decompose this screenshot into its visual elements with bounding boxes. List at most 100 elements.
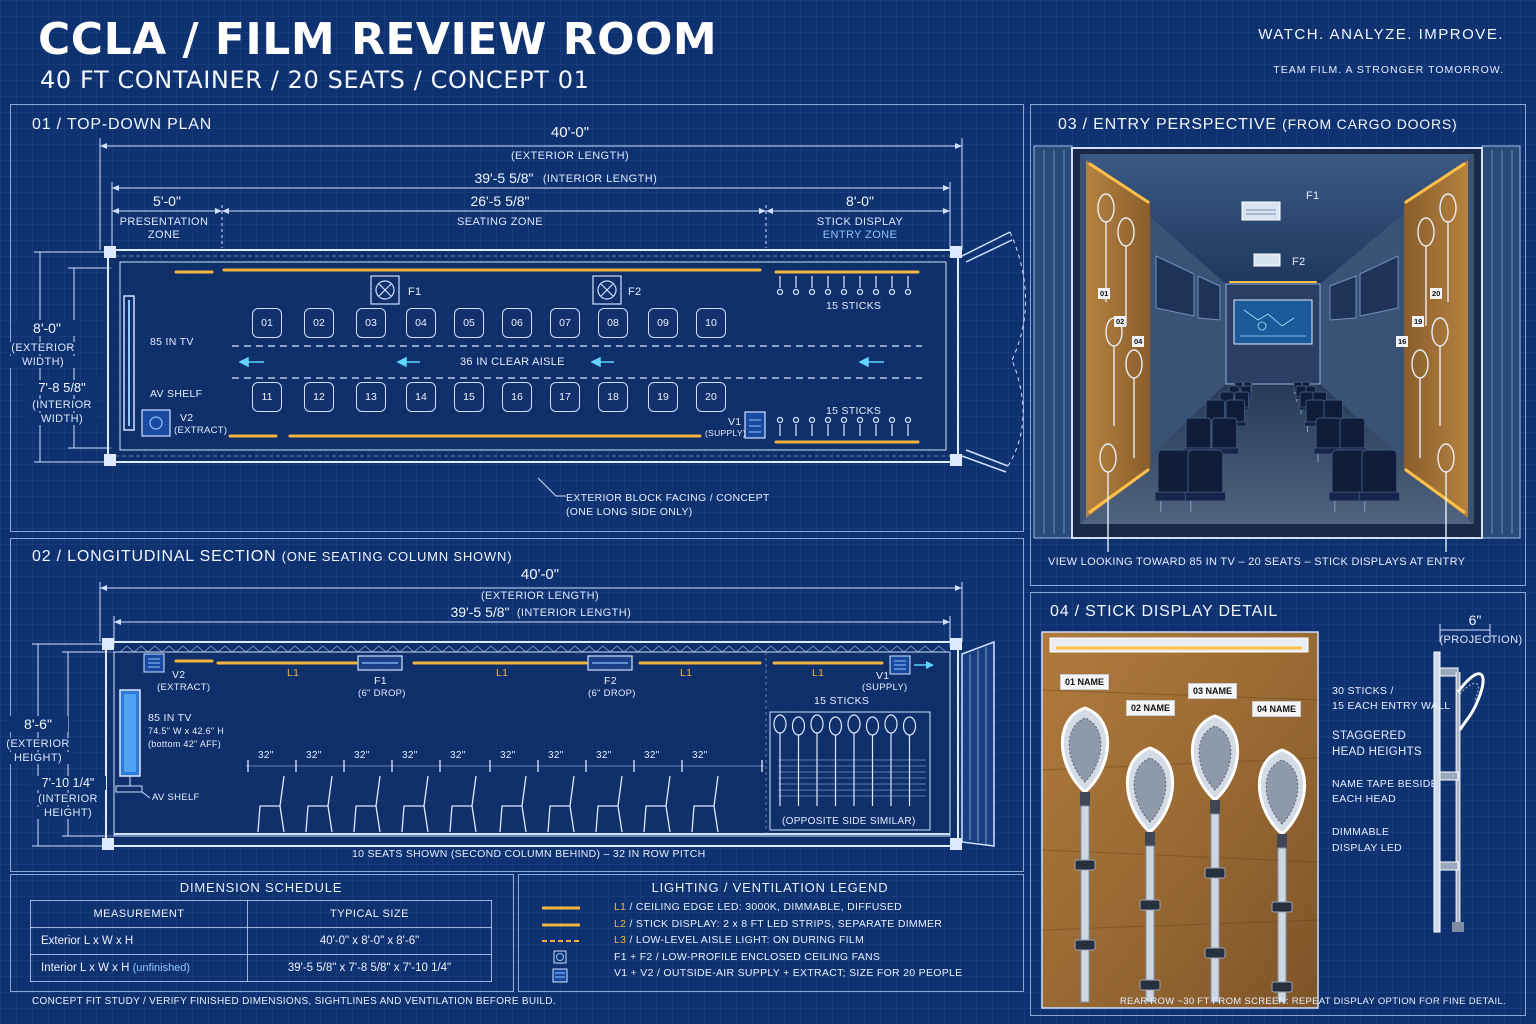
plan-seat: 17 <box>550 382 580 412</box>
ceiling-corrugation <box>581 645 597 653</box>
section-tv-size: 74.5" W x 42.6" H <box>148 726 225 736</box>
section-v2-sub: (EXTRACT) <box>157 682 211 693</box>
schedule-row2-qualifier: (unfinished) <box>132 962 191 974</box>
ceiling-corrugation <box>441 645 457 653</box>
stick-note-4a: DIMMABLE <box>1332 826 1390 838</box>
legend-text: / LOW-LEVEL AISLE LIGHT: ON DURING FILM <box>626 934 865 947</box>
stick-detail-heading: 04 / STICK DISPLAY DETAIL <box>1050 603 1279 620</box>
detail-stick-clip <box>1271 981 1293 993</box>
section-chair <box>353 775 381 833</box>
stick-note-3b: EACH HEAD <box>1332 793 1396 805</box>
detail-name-tag: 04 NAME <box>1252 701 1302 717</box>
plan-zone2-label: SEATING ZONE <box>457 216 543 228</box>
schedule-table: MEASUREMENT TYPICAL SIZE Exterior L x W … <box>30 900 492 982</box>
plan-zone3-label-b: ENTRY ZONE <box>822 229 898 241</box>
legend-text: / LOW-PROFILE ENCLOSED CEILING FANS <box>652 950 881 963</box>
plan-stick-head <box>872 288 880 296</box>
plan-v2-sub: (EXTRACT) <box>174 425 228 436</box>
ceiling-corrugation <box>595 645 611 653</box>
section-l1-label-2: L1 <box>496 667 509 679</box>
schedule-row1-value: 40'-0" x 8'-0" x 8'-6" <box>247 927 492 955</box>
perspective-chair <box>1315 417 1342 451</box>
detail-stick-clip <box>1271 901 1293 913</box>
section-f1-label: F1 <box>374 675 387 687</box>
section-int-height: 7'-10 1/4" <box>30 776 106 790</box>
plan-int-width-label-b: WIDTH) <box>26 413 98 425</box>
plan-zone1-label-a: PRESENTATION <box>119 216 209 228</box>
stick-detail-panel <box>1030 592 1526 1016</box>
plan-ext-length: 40'-0" <box>550 124 590 141</box>
legend-code: L3 <box>614 934 627 947</box>
plan-sticks-bottom: 15 STICKS <box>826 405 882 417</box>
plan-stick-head <box>776 288 784 296</box>
plan-stick-head <box>904 416 912 424</box>
perspective-f1-label: F1 <box>1306 190 1320 202</box>
section-l1-label-3: L1 <box>680 667 693 679</box>
detail-stick-clip <box>1204 867 1226 879</box>
ceiling-corrugation <box>707 645 723 653</box>
ceiling-corrugation <box>511 645 527 653</box>
plan-seat: 05 <box>454 308 484 338</box>
plan-seat: 15 <box>454 382 484 412</box>
legend-text: / OUTSIDE-AIR SUPPLY + EXTRACT; SIZE FOR… <box>653 967 963 980</box>
plan-stick-head <box>792 288 800 296</box>
stick-note-4b: DISPLAY LED <box>1332 842 1403 854</box>
section-pitch-label: 32" <box>450 750 466 761</box>
plan-stick-head <box>904 288 912 296</box>
plan-v1-sub: (SUPPLY) <box>705 428 746 438</box>
plan-panel <box>10 104 1024 532</box>
ceiling-corrugation <box>497 645 513 653</box>
section-chair <box>499 775 527 833</box>
section-pitch-label: 32" <box>548 750 564 761</box>
plan-stick-head <box>808 288 816 296</box>
ceiling-corrugation <box>777 645 793 653</box>
legend-text: / CEILING EDGE LED: 3000K, DIMMABLE, DIF… <box>626 901 903 913</box>
section-av-label: AV SHELF <box>152 792 200 803</box>
ceiling-corrugation <box>805 645 821 653</box>
stick-note-1b: 15 EACH ENTRY WALL <box>1332 700 1451 712</box>
ceiling-corrugation <box>483 645 499 653</box>
section-pitch-label: 32" <box>354 750 370 761</box>
ceiling-corrugation <box>833 645 849 653</box>
perspective-heading-main: 03 / ENTRY PERSPECTIVE <box>1058 116 1277 133</box>
section-f2-sub: (6" DROP) <box>588 688 636 699</box>
ceiling-corrugation <box>525 645 541 653</box>
legend-item: L2 / STICK DISPLAY: 2 x 8 FT LED STRIPS,… <box>614 918 942 930</box>
section-chair <box>305 775 333 833</box>
plan-seat: 18 <box>598 382 628 412</box>
schedule-col-size: TYPICAL SIZE <box>247 900 492 928</box>
perspective-chair-seat <box>1184 491 1226 502</box>
ceiling-corrugation <box>553 645 569 653</box>
detail-stick-shaft <box>1145 845 1155 1003</box>
detail-name-tag: 02 NAME <box>1126 700 1176 716</box>
section-pitch-label: 32" <box>258 750 274 761</box>
perspective-chair <box>1185 417 1212 451</box>
plan-v1-label: V1 <box>728 416 742 428</box>
ceiling-corrugation <box>791 645 807 653</box>
section-heading-sub: (ONE SEATING COLUMN SHOWN) <box>281 549 513 564</box>
ceiling-corrugation <box>119 645 135 653</box>
plan-stick-head <box>792 416 800 424</box>
section-ext-length: 40'-0" <box>520 566 560 583</box>
plan-v2-label: V2 <box>180 412 194 424</box>
section-ext-height-label-b: HEIGHT) <box>4 752 72 764</box>
ceiling-corrugation <box>315 645 331 653</box>
ceiling-corrugation <box>469 645 485 653</box>
perspective-name-tag: 20 <box>1430 288 1443 299</box>
ceiling-corrugation <box>189 645 205 653</box>
ceiling-corrugation <box>861 645 877 653</box>
ceiling-corrugation <box>917 645 933 653</box>
stick-note-3a: NAME TAPE BESIDE <box>1332 778 1438 790</box>
perspective-chair <box>1211 417 1238 451</box>
section-chair <box>401 775 429 833</box>
footer-left-note: CONCEPT FIT STUDY / VERIFY FINISHED DIME… <box>32 996 556 1007</box>
detail-stick-clip <box>1139 899 1161 911</box>
ceiling-corrugation <box>147 645 163 653</box>
plan-zone2-dim: 26'-5 5/8" <box>470 193 530 209</box>
ceiling-corrugation <box>203 645 219 653</box>
section-pitch-label: 32" <box>692 750 708 761</box>
ceiling-corrugation <box>623 645 639 653</box>
ceiling-corrugation <box>385 645 401 653</box>
subtagline: TEAM FILM. A STRONGER TOMORROW. <box>1273 64 1504 76</box>
ceiling-corrugation <box>931 645 947 653</box>
